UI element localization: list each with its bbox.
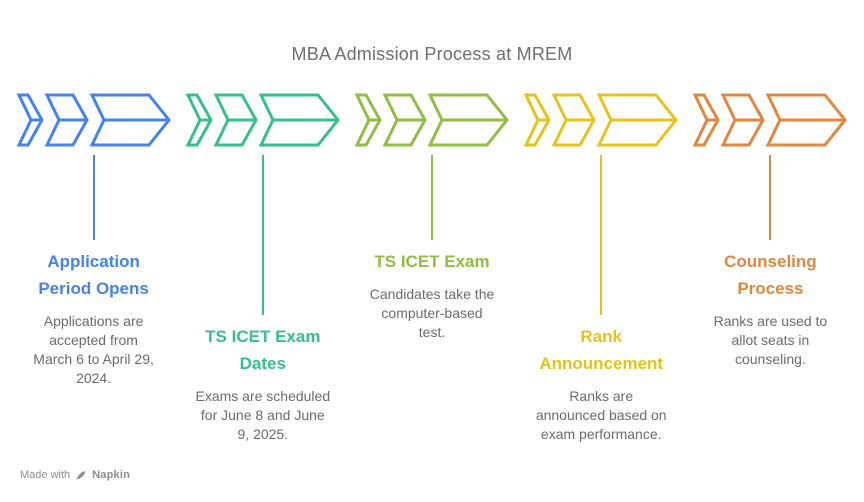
step-description: Candidates take the computer-based test. xyxy=(369,286,495,340)
connector-line xyxy=(600,155,603,315)
step-column-counseling: Counseling Process Ranks are used to all… xyxy=(686,92,855,444)
step-description: Applications are accepted from March 6 t… xyxy=(33,313,154,386)
step-title: TS ICET Exam xyxy=(374,252,490,271)
chevron-arrows-icon xyxy=(16,93,171,147)
napkin-watermark: Made with Napkin xyxy=(20,469,130,481)
watermark-brand-text: Napkin xyxy=(92,469,131,481)
chevron-arrows-icon xyxy=(185,93,340,147)
chevron-arrows-icon xyxy=(354,93,509,147)
step-description: Exams are scheduled for June 8 and June … xyxy=(195,388,331,442)
step-column-rank-announcement: Rank Announcement Ranks are announced ba… xyxy=(517,92,686,444)
chevron-arrows-icon xyxy=(693,93,848,147)
step-description: Ranks are used to allot seats in counsel… xyxy=(713,313,828,367)
step-description: Ranks are announced based on exam perfor… xyxy=(535,388,667,442)
step-title: TS ICET Exam Dates xyxy=(205,327,321,373)
step-column-exam-dates: TS ICET Exam Dates Exams are scheduled f… xyxy=(178,92,347,444)
connector-line xyxy=(261,155,264,315)
process-steps-row: Application Period Opens Applications ar… xyxy=(9,92,855,444)
page-title: MBA Admission Process at MREM xyxy=(291,44,573,64)
connector-line xyxy=(92,155,95,240)
connector-line xyxy=(769,155,772,240)
connector-line xyxy=(431,155,433,240)
step-column-icet-exam: TS ICET Exam Candidates take the compute… xyxy=(347,92,516,444)
chevron-arrows-icon xyxy=(523,93,679,147)
step-column-application-period: Application Period Opens Applications ar… xyxy=(9,92,178,444)
napkin-pen-icon xyxy=(76,471,86,480)
step-title: Application Period Opens xyxy=(38,252,149,298)
watermark-made-with-text: Made with xyxy=(20,469,71,481)
step-title: Counseling Process xyxy=(724,252,817,298)
step-title: Rank Announcement xyxy=(539,327,664,373)
